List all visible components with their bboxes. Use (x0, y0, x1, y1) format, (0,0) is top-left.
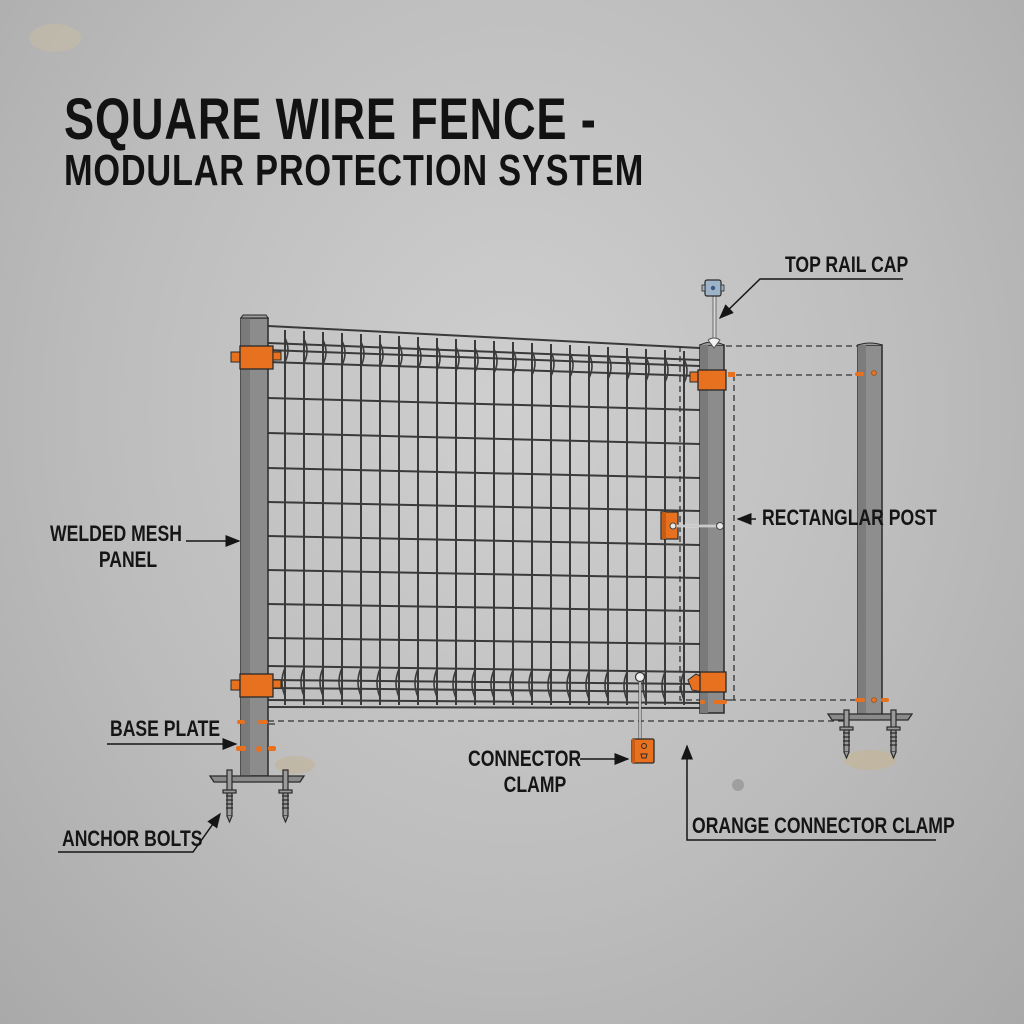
right-base-plate (826, 713, 914, 721)
title-line-1: SQUARE WIRE FENCE - (64, 87, 597, 152)
leader-anchor-bolts (58, 812, 221, 853)
top-rail-cap (701, 279, 725, 349)
left-base-plate (208, 775, 306, 783)
orange-connector-clamp-mid (660, 511, 724, 540)
left-rectangular-post (208, 314, 306, 824)
title-line-2: MODULAR PROTECTION SYSTEM (64, 146, 645, 195)
label-orange-connector-clamp: ORANGE CONNECTOR CLAMP (692, 813, 955, 838)
leader-orange-connector-clamp (681, 744, 936, 841)
orange-connector-clamp-left-top (230, 345, 282, 370)
label-welded-mesh-panel: WELDED MESH PANEL (50, 521, 182, 573)
right-rectangular-post (826, 342, 914, 760)
label-base-plate: BASE PLATE (110, 716, 221, 741)
connector-clamp-hanging (631, 671, 655, 764)
label-anchor-bolts: ANCHOR BOLTS (62, 826, 203, 851)
orange-connector-clamp-middle-bottom (687, 671, 727, 693)
leader-top-rail-cap (718, 278, 903, 320)
label-connector-clamp: CONNECTOR CLAMP (468, 746, 581, 798)
middle-rectangular-post (660, 279, 735, 714)
welded-mesh-panel (267, 325, 701, 709)
orange-connector-clamp-middle-top (689, 369, 735, 391)
alignment-guides (240, 345, 862, 725)
right-anchor-bolts (839, 709, 901, 760)
label-welded-mesh-line2: PANEL (98, 547, 158, 572)
left-anchor-bolts (222, 769, 293, 824)
label-rectangular-post: RECTANGLAR POST (762, 505, 937, 530)
label-connector-clamp-line2: CLAMP (503, 772, 567, 797)
label-welded-mesh-line1: WELDED MESH (50, 521, 182, 546)
label-connector-clamp-line1: CONNECTOR (468, 746, 582, 771)
label-top-rail-cap: TOP RAIL CAP (785, 252, 909, 277)
orange-connector-clamp-left-bottom (230, 673, 282, 698)
